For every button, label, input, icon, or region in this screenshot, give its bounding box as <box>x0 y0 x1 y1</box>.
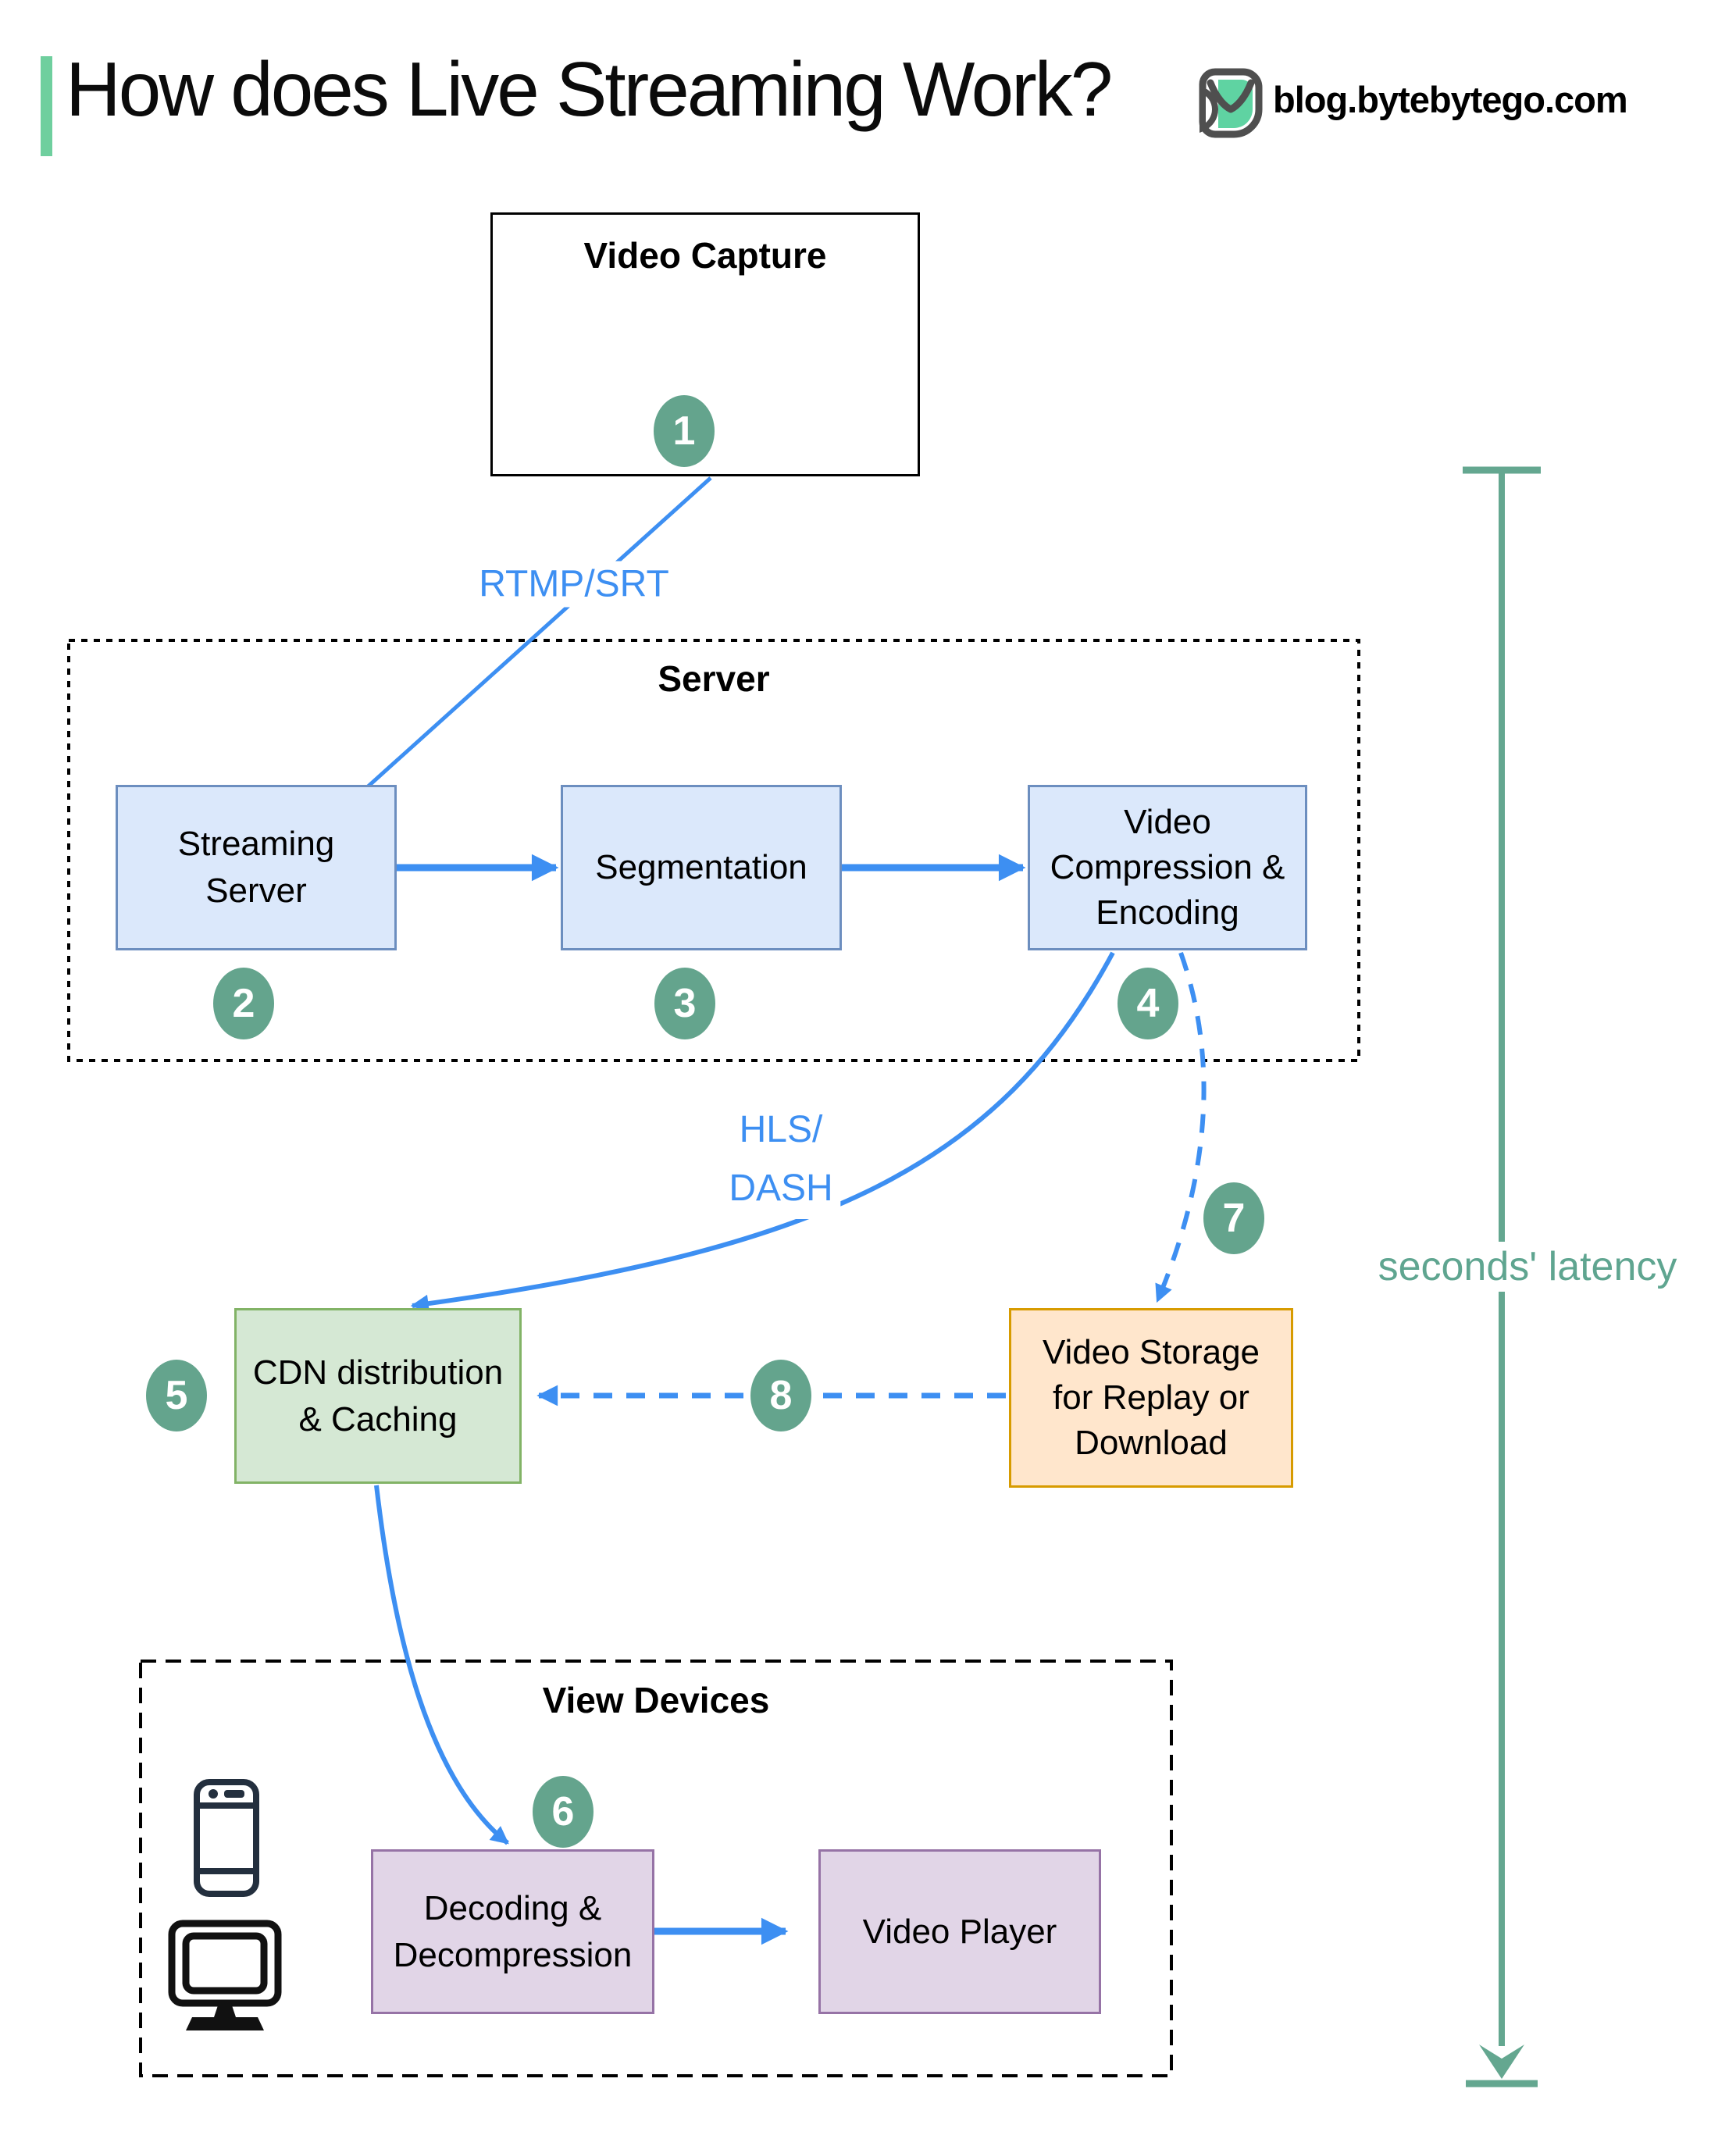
hls-label-line2: DASH <box>729 1168 833 1209</box>
segmentation-node: Segmentation <box>561 785 842 950</box>
decoding-label-line1: Decoding & <box>423 1888 602 1927</box>
video-storage-node: Video Storage for Replay or Download <box>1009 1308 1293 1488</box>
step-badge-8: 8 <box>750 1360 811 1431</box>
step-badge-6: 6 <box>533 1776 594 1848</box>
monitor-icon <box>168 1920 282 2030</box>
compression-label-line3: Encoding <box>1096 893 1239 932</box>
edge-compression-to-cdn <box>410 951 1115 1313</box>
bytebytego-owl-icon <box>1199 68 1263 138</box>
streaming-server-node: Streaming Server <box>116 785 397 950</box>
step-badge-5: 5 <box>146 1360 207 1431</box>
step-badge-3: 3 <box>654 968 715 1039</box>
hls-dash-label: HLS/ DASH <box>721 1099 841 1219</box>
view-devices-title: View Devices <box>542 1680 770 1720</box>
seconds-latency-label: seconds' latency <box>1370 1242 1685 1292</box>
title-accent-bar <box>41 56 52 156</box>
edge-cdn-to-decoding <box>374 1485 509 1845</box>
streaming-server-label-line2: Server <box>205 872 307 910</box>
storage-label-line3: Download <box>1075 1424 1228 1462</box>
decoding-node: Decoding & Decompression <box>371 1849 654 2014</box>
compression-label-line2: Compression & <box>1050 848 1285 886</box>
view-devices-group-frame <box>139 1660 1173 2077</box>
streaming-server-label-line1: Streaming <box>177 825 335 863</box>
compression-label-line1: Video <box>1124 803 1211 841</box>
storage-label-line1: Video Storage <box>1042 1333 1260 1371</box>
site-url-label: blog.bytebytego.com <box>1273 79 1628 120</box>
smartphone-icon <box>194 1779 259 1897</box>
cdn-label-line2: & Caching <box>298 1399 458 1439</box>
cdn-node: CDN distribution & Caching <box>234 1308 522 1484</box>
video-player-node: Video Player <box>818 1849 1101 2014</box>
server-group-frame <box>67 639 1360 1062</box>
step-badge-7: 7 <box>1203 1182 1264 1254</box>
edge-compression-to-storage-dashed <box>1155 952 1207 1303</box>
storage-label-line2: for Replay or <box>1053 1378 1249 1417</box>
video-capture-title: Video Capture <box>583 235 827 276</box>
hls-label-line1: HLS/ <box>739 1109 823 1150</box>
step-badge-1: 1 <box>654 395 715 467</box>
decoding-label-line2: Decompression <box>393 1935 633 1974</box>
segmentation-label: Segmentation <box>595 848 807 886</box>
rtmp-srt-label: RTMP/SRT <box>471 561 677 608</box>
video-compression-node: Video Compression & Encoding <box>1028 785 1307 950</box>
cdn-label-line1: CDN distribution <box>252 1353 504 1392</box>
step-badge-4: 4 <box>1118 968 1178 1039</box>
server-group-title: Server <box>658 658 770 699</box>
video-player-label: Video Player <box>862 1912 1057 1951</box>
page-title: How does Live Streaming Work? <box>66 46 1113 132</box>
step-badge-2: 2 <box>213 968 274 1039</box>
